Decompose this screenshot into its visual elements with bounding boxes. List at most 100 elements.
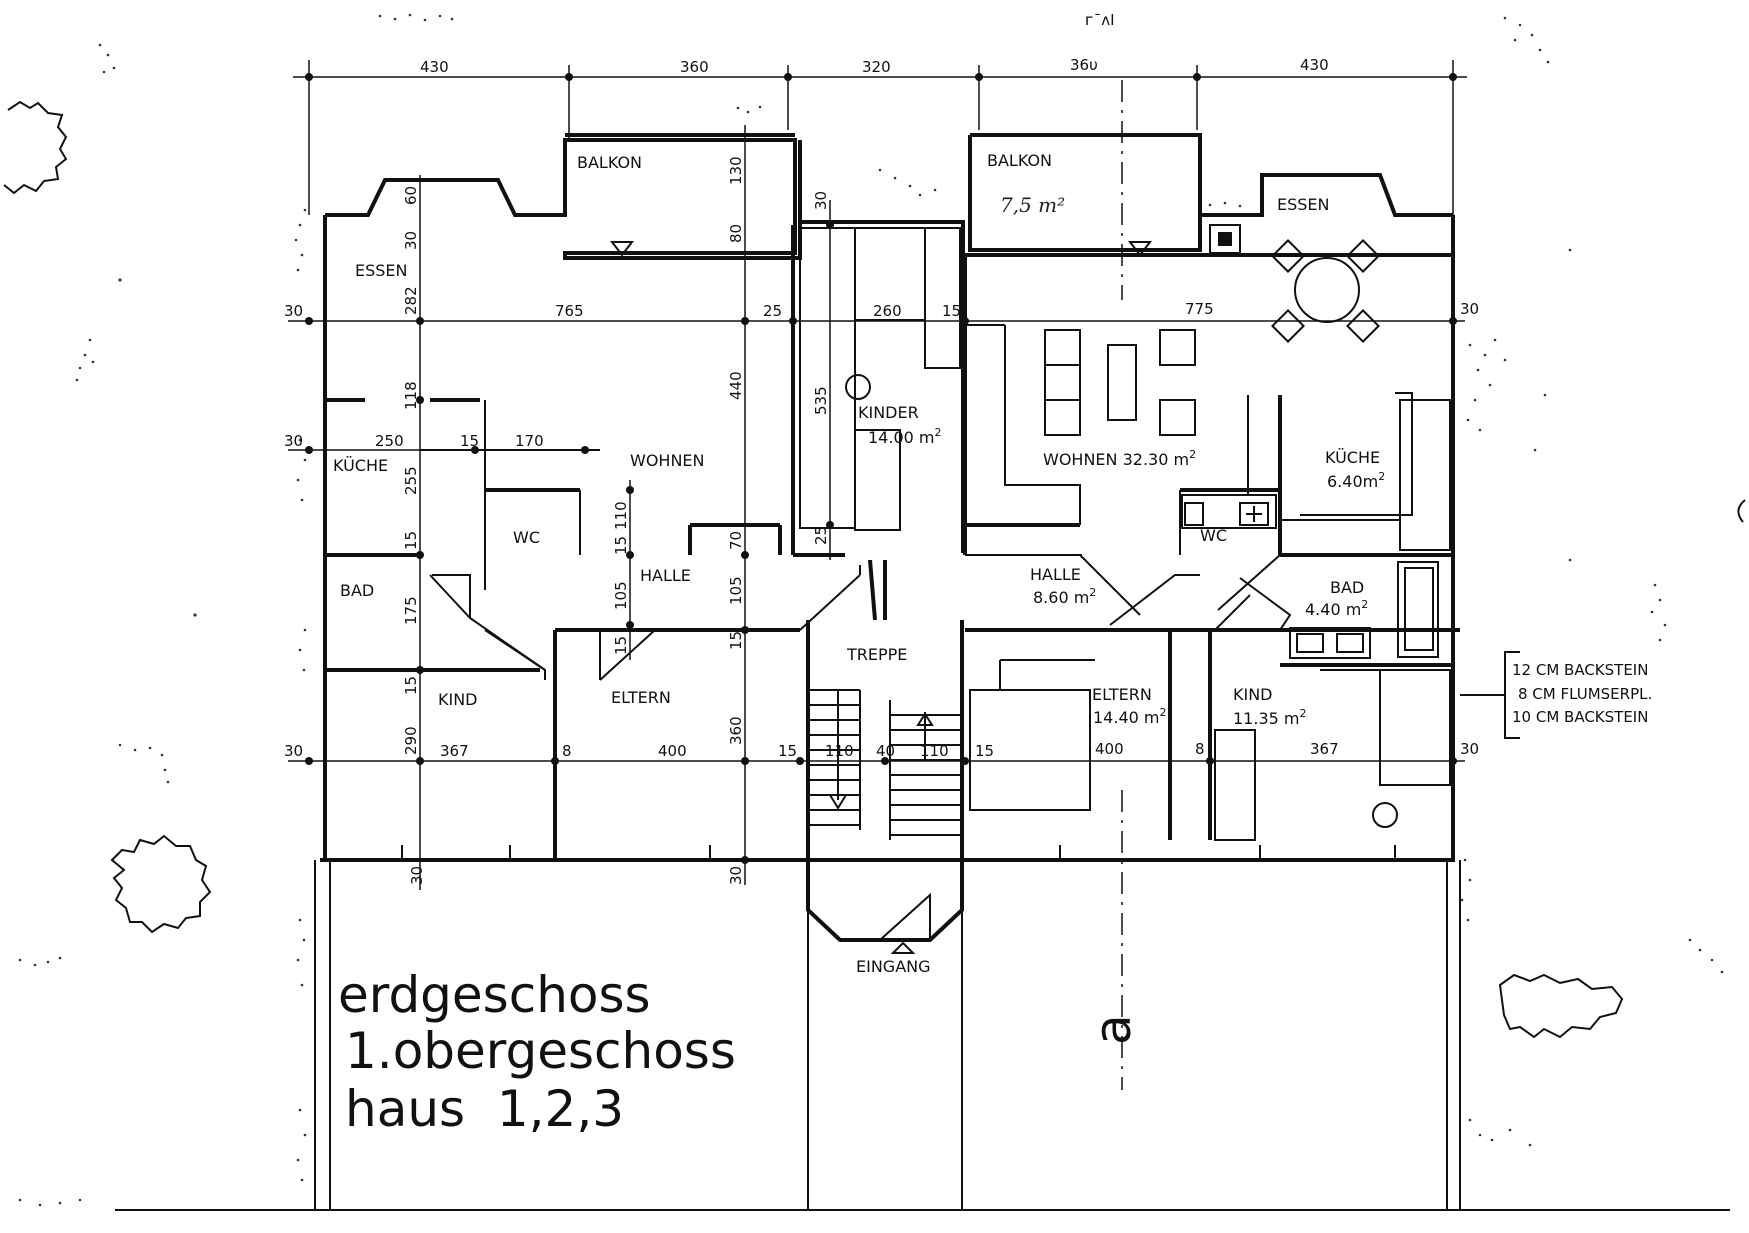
dim-vm-6: 15 xyxy=(727,631,745,650)
dim-top-1: 430 xyxy=(420,58,449,76)
room-balkon-left: BALKON xyxy=(577,153,642,172)
dim-vk-3: 25 xyxy=(812,526,830,545)
dim-r3-g: 40 xyxy=(876,742,895,760)
dim-r3-l: 367 xyxy=(1310,740,1339,758)
dim-vm-2: 80 xyxy=(727,224,745,243)
section-mark-a: a xyxy=(1084,1014,1142,1045)
room-eltern-right: ELTERN xyxy=(1092,685,1152,704)
room-kinder: KINDER xyxy=(858,403,919,422)
room-labels-center: KINDER 14.00 m2 TREPPE EINGANG xyxy=(846,403,941,976)
room-wohnen-left: WOHNEN xyxy=(630,451,705,470)
header-mark: ᴦ¯ʌI xyxy=(1085,11,1115,29)
dimension-chain-vertical-halle: 110 15 105 15 xyxy=(612,480,634,660)
title-line-3: haus 1,2,3 xyxy=(345,1080,624,1138)
room-eltern-left: ELTERN xyxy=(611,688,671,707)
dim-vm-5: 105 xyxy=(727,576,745,605)
room-wohnen-right: WOHNEN 32.30 m2 xyxy=(1043,448,1196,469)
dim-r1-g: 30 xyxy=(1460,300,1479,318)
room-kueche-right: KÜCHE xyxy=(1325,448,1380,467)
dimension-chain-top: 430 360 320 36υ 430 xyxy=(293,56,1467,215)
dim-vl-9: 290 xyxy=(402,726,420,755)
dim-vm-8: 30 xyxy=(727,866,745,885)
dim-vl-6: 15 xyxy=(402,531,420,550)
dim-vh-2: 15 xyxy=(612,536,630,555)
dim-r2-a: 30 xyxy=(284,432,303,450)
dim-vl-1: 60 xyxy=(402,186,420,205)
dim-vl-4: 118 xyxy=(402,381,420,410)
room-kind-left: KIND xyxy=(438,690,478,709)
room-kind-right: KIND xyxy=(1233,685,1273,704)
dim-vl-10: 30 xyxy=(408,866,426,885)
room-bad-right-area: 4.40 m2 xyxy=(1305,598,1368,619)
dim-r3-d: 400 xyxy=(658,742,687,760)
dim-vl-7: 175 xyxy=(402,596,420,625)
dim-r3-m: 30 xyxy=(1460,740,1479,758)
dim-r1-b: 765 xyxy=(555,302,584,320)
section-line: a xyxy=(1084,80,1142,1090)
room-wc-right: WC xyxy=(1200,526,1227,545)
dim-r3-j: 400 xyxy=(1095,740,1124,758)
dim-vl-3: 282 xyxy=(402,286,420,315)
dimension-chain-row3: 30 367 8 400 15 110 40 110 15 400 8 367 … xyxy=(284,740,1479,765)
dim-vm-7: 360 xyxy=(727,716,745,745)
room-bad-left: BAD xyxy=(340,581,374,600)
dim-vk-2: 535 xyxy=(812,386,830,415)
room-balkon-right-note: 7,5 m² xyxy=(1000,193,1065,217)
dim-vh-1: 110 xyxy=(612,501,630,530)
title-line-1: erdgeschoss xyxy=(338,966,651,1024)
room-labels-right: BALKON 7,5 m² ESSEN WOHNEN 32.30 m2 KÜCH… xyxy=(987,151,1385,728)
dim-r2-d: 170 xyxy=(515,432,544,450)
wall-legend-line-3: 10 CM BACKSTEIN xyxy=(1512,708,1648,726)
room-halle-left: HALLE xyxy=(640,566,691,585)
dim-vm-3: 440 xyxy=(727,371,745,400)
room-halle-right-area: 8.60 m2 xyxy=(1033,586,1096,607)
dim-vh-4: 15 xyxy=(612,636,630,655)
dim-r3-f: 110 xyxy=(825,742,854,760)
dimension-chain-vertical-mid: 130 80 440 70 105 15 360 30 xyxy=(727,125,749,885)
drawing-title: erdgeschoss 1.obergeschoss haus 1,2,3 xyxy=(338,966,736,1138)
room-kinder-area: 14.00 m2 xyxy=(868,426,941,447)
interior-walls-center xyxy=(799,227,962,954)
room-halle-right: HALLE xyxy=(1030,565,1081,584)
dimension-chain-row2: 30 250 15 170 xyxy=(284,432,600,454)
wall-legend-line-2: 8 CM FLUMSERPL. xyxy=(1518,685,1652,703)
room-kind-right-area: 11.35 m2 xyxy=(1233,707,1306,728)
dim-r3-b: 367 xyxy=(440,742,469,760)
dim-r3-h: 110 xyxy=(920,742,949,760)
dim-r3-i: 15 xyxy=(975,742,994,760)
dim-vl-2: 30 xyxy=(402,231,420,250)
tree-icon xyxy=(3,100,1746,1039)
dim-r1-a: 30 xyxy=(284,302,303,320)
dim-r3-c: 8 xyxy=(562,742,572,760)
dim-vh-3: 105 xyxy=(612,581,630,610)
wall-legend-line-1: 12 CM BACKSTEIN xyxy=(1512,661,1648,679)
dim-vm-1: 130 xyxy=(727,156,745,185)
interior-walls-left xyxy=(325,241,861,860)
dim-r3-a: 30 xyxy=(284,742,303,760)
dim-r2-b: 250 xyxy=(375,432,404,450)
title-line-2: 1.obergeschoss xyxy=(345,1022,736,1080)
room-eingang: EINGANG xyxy=(856,957,931,976)
walls xyxy=(115,133,1730,1211)
room-essen-left: ESSEN xyxy=(355,261,408,280)
room-labels-left: BALKON ESSEN KÜCHE WOHNEN WC BAD HALLE K… xyxy=(333,153,705,709)
dim-vm-4: 70 xyxy=(727,531,745,550)
dim-vl-8: 15 xyxy=(402,676,420,695)
room-eltern-right-area: 14.40 m2 xyxy=(1093,706,1166,727)
dimension-chain-vertical-left: 60 30 282 118 255 15 175 15 290 30 xyxy=(402,175,426,890)
dim-r2-c: 15 xyxy=(460,432,479,450)
dimension-chain-vertical-kinder: 30 535 25 xyxy=(812,191,834,560)
room-bad-right: BAD xyxy=(1330,578,1364,597)
room-kueche-left: KÜCHE xyxy=(333,456,388,475)
dim-top-2: 360 xyxy=(680,58,709,76)
dim-top-3: 320 xyxy=(862,58,891,76)
room-wc-left: WC xyxy=(513,528,540,547)
dim-r1-c: 25 xyxy=(763,302,782,320)
room-kueche-right-area: 6.40m2 xyxy=(1327,470,1385,491)
dim-r1-d: 260 xyxy=(873,302,902,320)
interior-walls-right xyxy=(963,224,1460,860)
dim-r3-k: 8 xyxy=(1195,740,1205,758)
room-balkon-right: BALKON xyxy=(987,151,1052,170)
dim-r3-e: 15 xyxy=(778,742,797,760)
